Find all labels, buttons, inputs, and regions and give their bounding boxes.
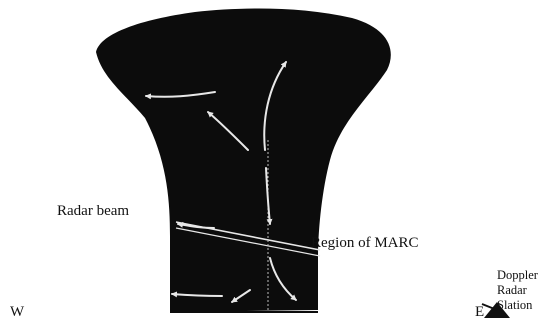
radar-beam-label: Radar beam — [57, 204, 129, 219]
west-direction-label: W — [10, 305, 24, 320]
east-direction-label: E — [475, 305, 484, 320]
storm-cloud-silhouette — [96, 8, 391, 312]
marc-region-label: Region of MARC — [311, 236, 419, 251]
doppler-radar-station-label: Doppler Radar Slation — [497, 268, 538, 313]
